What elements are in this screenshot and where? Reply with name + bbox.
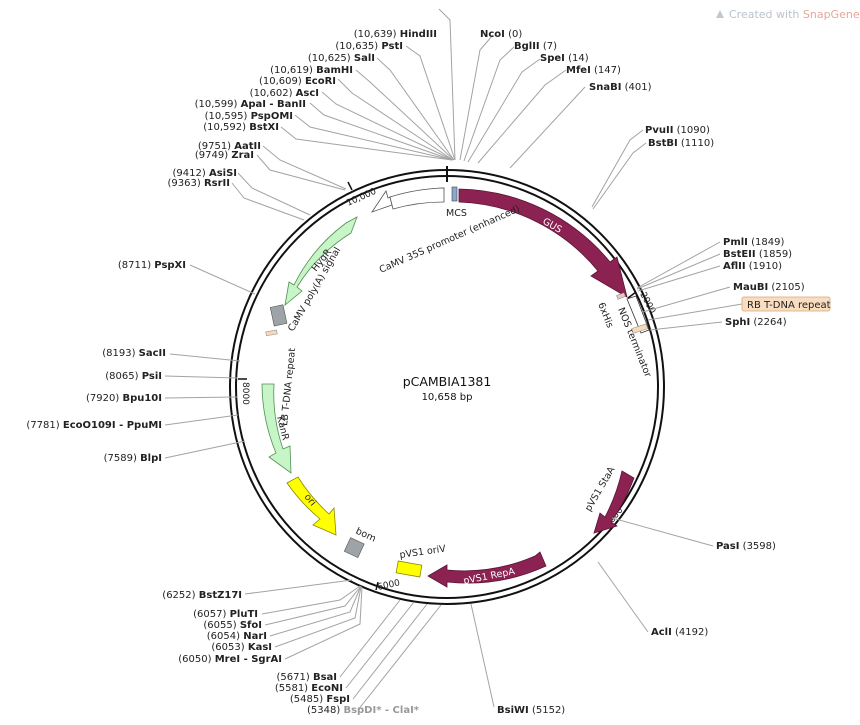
site-bstbi: BstBI (1110) [648,138,714,149]
snapgene-logo-icon [716,10,724,18]
svg-text:10,000: 10,000 [345,187,378,209]
feature-bom[interactable]: bom [343,526,378,559]
site-apai-banii: (10,599) ApaI - BanII [195,99,306,110]
site-ncoi: NcoI (0) [480,29,522,40]
site-bsai: (5671) BsaI [277,672,338,683]
rb-t-dna-repeat-badge[interactable]: RB T-DNA repeat [741,296,831,312]
site-labels-left[interactable]: (10,639) HindIII (10,635) PstI (10,625) … [26,29,437,716]
site-aatii: (9751) AatII [198,141,261,152]
feature-lb-t-dna-repeat[interactable]: LB T-DNA repeat [279,347,298,426]
site-rsrii: (9363) RsrII [168,178,230,189]
feature-kanr[interactable]: KanR [261,383,292,474]
svg-text:pVS1 oriV: pVS1 oriV [399,544,447,561]
site-sfoi: (6055) SfoI [203,620,262,631]
svg-text:MCS: MCS [446,208,467,219]
site-mrei-sgrai: (6050) MreI - SgrAI [178,654,282,665]
site-bglii: BglII (7) [514,41,557,52]
leader-lines [164,8,743,711]
site-acli: AclI (4192) [651,627,708,638]
snapgene-watermark: Created with SnapGene® [716,8,860,21]
feature-mcs[interactable]: MCS [446,186,467,219]
feature-ori[interactable]: ori [286,476,337,536]
site-asci: (10,602) AscI [250,88,319,99]
site-maubi: MauBI (2105) [733,282,805,293]
site-psti: (10,635) PstI [335,41,403,52]
site-blpi: (7589) BlpI [104,453,162,464]
site-bspdi-clai: (5348) BspDI* - ClaI* [307,705,420,716]
site-spei: SpeI (14) [540,53,589,64]
svg-text:6xHis: 6xHis [595,301,615,330]
site-bamhi: (10,619) BamHI [270,65,353,76]
site-pvuii: PvuII (1090) [645,125,710,136]
site-aflii: AflII (1910) [723,261,782,272]
svg-text:RB T-DNA repeat: RB T-DNA repeat [747,300,831,311]
svg-text:LB T-DNA repeat: LB T-DNA repeat [279,347,298,426]
site-zrai: (9749) ZraI [195,150,254,161]
site-asisi: (9412) AsiSI [173,168,238,179]
site-fspi: (5485) FspI [290,694,350,705]
svg-text:6000: 6000 [377,578,402,593]
watermark-text: Created with SnapGene® [729,8,860,21]
site-sphi: SphI (2264) [725,317,787,328]
site-ecoo109i-ppumi: (7781) EcoO109I - PpuMI [26,420,162,431]
site-labels-right[interactable]: NcoI (0) BglII (7) SpeI (14) MfeI (147) … [480,29,805,716]
site-bsteii: BstEII (1859) [723,249,792,260]
site-pluti: (6057) PluTI [193,609,258,620]
site-bstz17i: (6252) BstZ17I [162,590,242,601]
site-psii: (8065) PsiI [105,371,162,382]
site-kasi: (6053) KasI [211,642,272,653]
feature-lb-marker [265,329,278,337]
site-bstxi: (10,592) BstXI [203,122,279,133]
plasmid-name: pCAMBIA1381 [403,374,492,389]
tick-8000: 8000 [238,378,250,405]
tick-6000: 6000 [375,578,402,593]
site-pspomi: (10,595) PspOMI [205,111,293,122]
site-sali: (10,625) SalI [308,53,375,64]
feature-rb-marker [631,323,648,334]
site-econi: (5581) EcoNI [275,683,343,694]
site-sacii: (8193) SacII [102,348,166,359]
site-pasi: PasI (3598) [716,541,776,552]
svg-text:8000: 8000 [240,382,250,405]
tick-10000: 10,000 [345,181,378,209]
site-nari: (6054) NarI [207,631,267,642]
site-pmli: PmlI (1849) [723,237,784,248]
site-snabi: SnaBI (401) [589,82,652,93]
site-mfei: MfeI (147) [566,65,621,76]
site-bpu10i: (7920) Bpu10I [86,393,162,404]
site-ecori: (10,609) EcoRI [259,76,336,87]
plasmid-size: 10,658 bp [422,392,473,403]
site-hindiii: (10,639) HindIII [354,29,437,40]
site-pspxi: (8711) PspXI [118,260,186,271]
feature-grey-box-left [269,304,288,327]
site-bsiwi: BsiWI (5152) [497,705,565,716]
